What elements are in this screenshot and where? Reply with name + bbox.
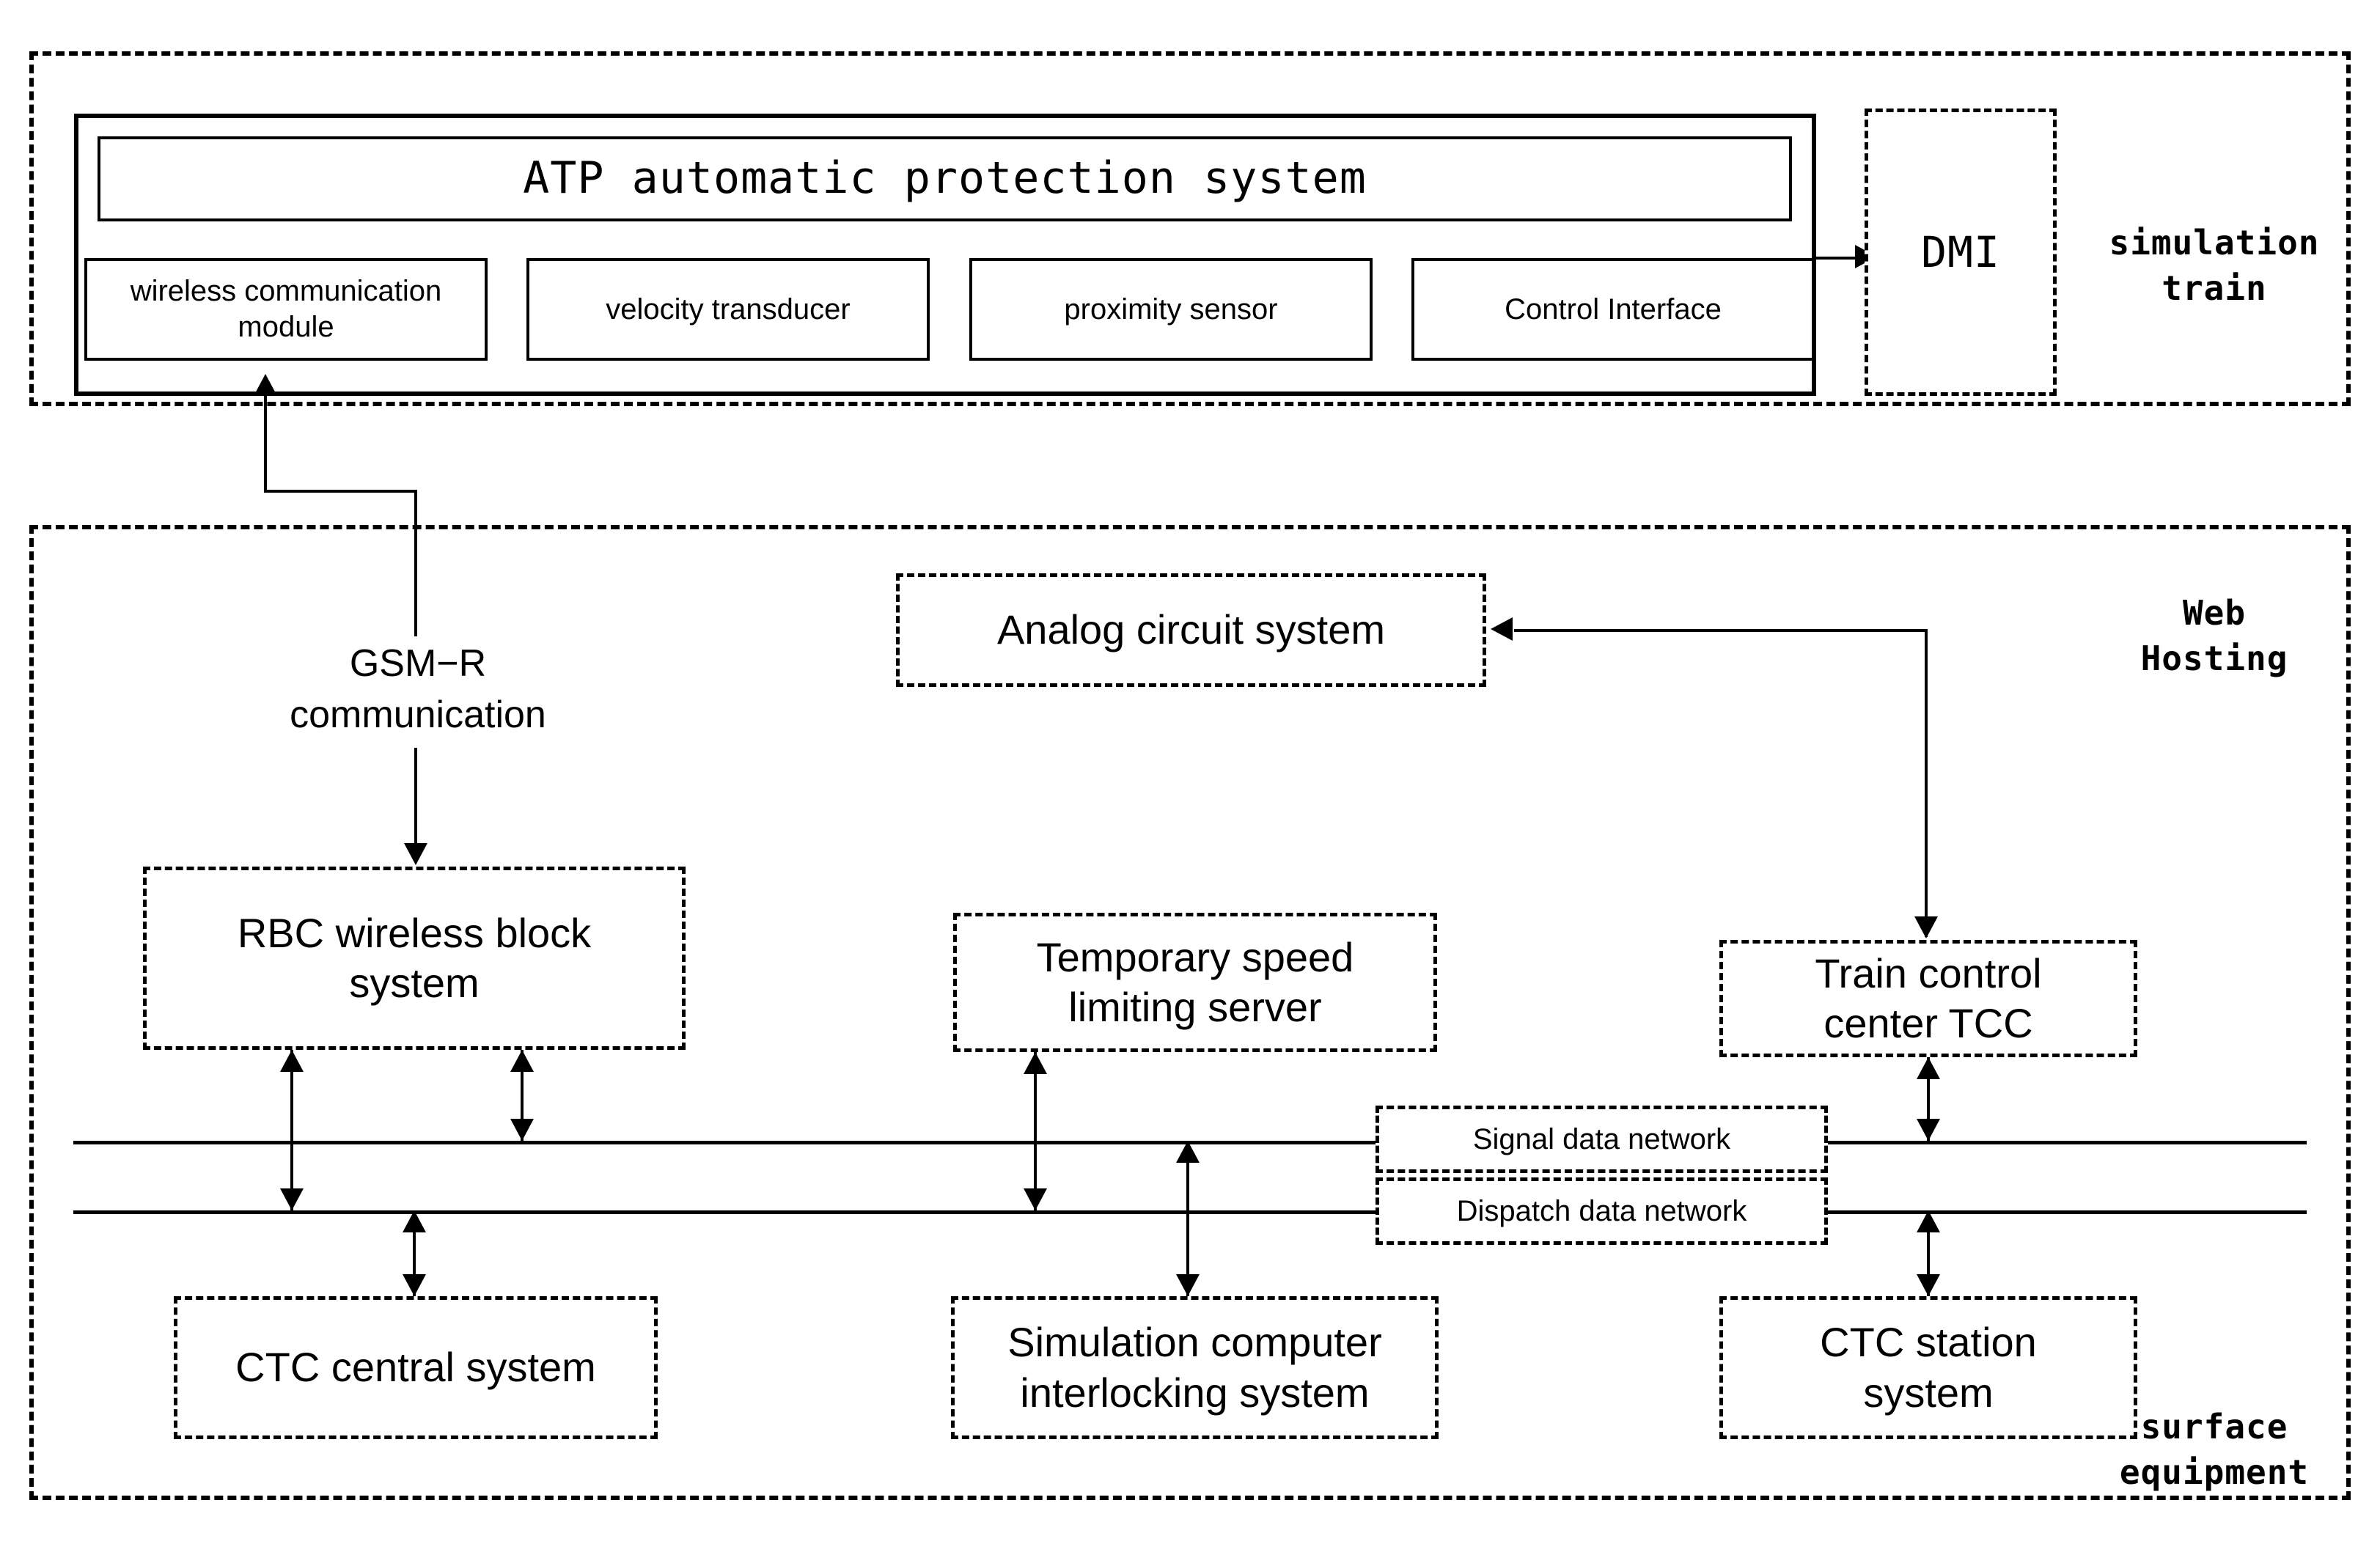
train-control-center-tcc-box: Train control center TCC <box>1719 940 2137 1057</box>
module-box-velocity-transducer: velocity transducer <box>526 258 930 361</box>
sim-interlock-to-signal-arrowhead-up <box>1176 1141 1200 1163</box>
gsmr-communication-label-line1: GSM−R <box>349 642 487 685</box>
surface-equipment-zone-label-line2: equipment <box>2119 1452 2310 1493</box>
ctc-central-to-dispatch-arrowhead-up <box>403 1210 426 1232</box>
dmi-label: DMI <box>1921 227 2000 277</box>
ctc-central-system-label: CTC central system <box>235 1344 596 1391</box>
ctc-central-system-box: CTC central system <box>174 1296 658 1439</box>
ctc-station-system-box: CTC station system <box>1719 1296 2137 1439</box>
tcc-to-analog-segment-horizontal <box>1514 629 1926 632</box>
gsmr-to-rbc-arrowhead <box>404 843 427 865</box>
tcc-to-analog-segment-vertical <box>1925 629 1928 937</box>
module-box-wireless-communication-module: wireless communication module <box>84 258 488 361</box>
sim-interlock-to-signal-arrowhead-down <box>1176 1274 1200 1296</box>
atp-title-label: ATP automatic protection system <box>523 152 1367 205</box>
rbc-to-signal-arrowhead-down <box>510 1119 534 1141</box>
ctc-station-label-line2: system <box>1863 1369 1994 1416</box>
module-label-line1: velocity transducer <box>606 293 851 326</box>
web-hosting-zone-label-line2: Hosting <box>2140 639 2288 679</box>
ctc-station-to-dispatch-arrowhead-up <box>1917 1210 1940 1232</box>
signal-data-network-box: Signal data network <box>1376 1106 1828 1173</box>
dispatch-data-network-line-right <box>1824 1210 2307 1214</box>
simulation-train-zone-label: simulation train <box>2090 220 2339 311</box>
tcc-to-signal-arrowhead-up <box>1917 1057 1940 1079</box>
module-label-line1: Control Interface <box>1505 293 1722 326</box>
tcc-label-line2: center TCC <box>1823 1000 2033 1046</box>
module-box-proximity-sensor: proximity sensor <box>969 258 1373 361</box>
signal-data-network-label: Signal data network <box>1472 1122 1731 1155</box>
gsmr-communication-label: GSM−R communication <box>242 638 594 740</box>
rbc-wireless-block-system-box: RBC wireless block system <box>143 867 686 1050</box>
sim-interlock-label-line1: Simulation computer <box>1007 1319 1382 1366</box>
signal-data-network-line-right <box>1824 1141 2307 1144</box>
gsmr-to-rbc-connector <box>414 748 417 850</box>
sim-interlock-label-line2: interlocking system <box>1020 1369 1370 1416</box>
gsmr-downlink-segment-vertical <box>414 490 417 636</box>
rbc-to-dispatch-arrowhead-up <box>280 1050 304 1072</box>
rbc-label-line1: RBC wireless block <box>237 909 592 956</box>
temporary-speed-limiting-server-box: Temporary speed limiting server <box>953 913 1437 1052</box>
gsmr-communication-label-line2: communication <box>290 694 546 737</box>
tcc-label-line1: Train control <box>1815 949 2042 996</box>
dispatch-data-network-box: Dispatch data network <box>1376 1177 1828 1245</box>
analog-circuit-system-label: Analog circuit system <box>996 606 1386 653</box>
simulation-train-zone-label-line1: simulation <box>2109 223 2320 262</box>
ctc-central-to-dispatch-connector <box>413 1210 416 1296</box>
tsls-to-dispatch-connector <box>1034 1052 1037 1210</box>
web-hosting-zone-label: Web Hosting <box>2090 590 2339 681</box>
tsls-label-line2: limiting server <box>1068 984 1322 1030</box>
module-label-line1: proximity sensor <box>1064 293 1278 326</box>
atp-to-dmi-connector <box>1816 257 1860 260</box>
ctc-central-to-dispatch-arrowhead-down <box>403 1274 426 1296</box>
analog-circuit-system-box: Analog circuit system <box>896 573 1486 687</box>
module-label-line2: module <box>238 311 334 343</box>
dmi-box: DMI <box>1865 109 2057 396</box>
surface-equipment-zone-label-line1: surface <box>2140 1407 2288 1446</box>
tcc-to-signal-connector <box>1927 1057 1930 1141</box>
atp-title-box: ATP automatic protection system <box>98 136 1792 221</box>
ground-zone <box>29 525 2351 1500</box>
surface-equipment-zone-label: surface equipment <box>2090 1404 2339 1495</box>
simulation-computer-interlocking-system-box: Simulation computer interlocking system <box>951 1296 1439 1439</box>
rbc-to-dispatch-connector <box>290 1050 293 1210</box>
rbc-label-line2: system <box>349 960 480 1006</box>
tsls-to-dispatch-arrowhead-up <box>1024 1052 1047 1074</box>
ctc-station-to-dispatch-arrowhead-down <box>1917 1274 1940 1296</box>
rbc-to-signal-arrowhead-up <box>510 1050 534 1072</box>
tsls-to-dispatch-arrowhead-down <box>1024 1188 1047 1210</box>
simulation-train-zone-label-line2: train <box>2162 268 2267 309</box>
dispatch-data-network-line-left <box>73 1210 1378 1214</box>
web-hosting-zone-label-line1: Web <box>2182 593 2247 633</box>
dispatch-data-network-label: Dispatch data network <box>1456 1194 1747 1227</box>
signal-data-network-line-left <box>73 1141 1378 1144</box>
analog-to-tcc-arrowhead <box>1914 916 1938 938</box>
ctc-station-to-dispatch-connector <box>1927 1210 1930 1296</box>
rbc-to-dispatch-arrowhead-down <box>280 1188 304 1210</box>
ctc-station-label-line1: CTC station <box>1820 1319 2037 1366</box>
tcc-to-analog-arrowhead <box>1491 617 1513 641</box>
module-box-control-interface: Control Interface <box>1411 258 1815 361</box>
module-label-line1: wireless communication <box>130 275 442 308</box>
gsmr-uplink-segment-horizontal <box>264 490 416 493</box>
tsls-label-line1: Temporary speed <box>1036 933 1354 980</box>
gsmr-uplink-segment-vertical <box>264 396 267 491</box>
rbc-to-signal-connector <box>521 1050 524 1141</box>
sim-interlock-to-signal-connector <box>1186 1141 1189 1296</box>
simulation-train-zone <box>29 51 2351 406</box>
tcc-to-signal-arrowhead-down <box>1917 1119 1940 1141</box>
gsmr-uplink-arrowhead <box>254 374 277 396</box>
